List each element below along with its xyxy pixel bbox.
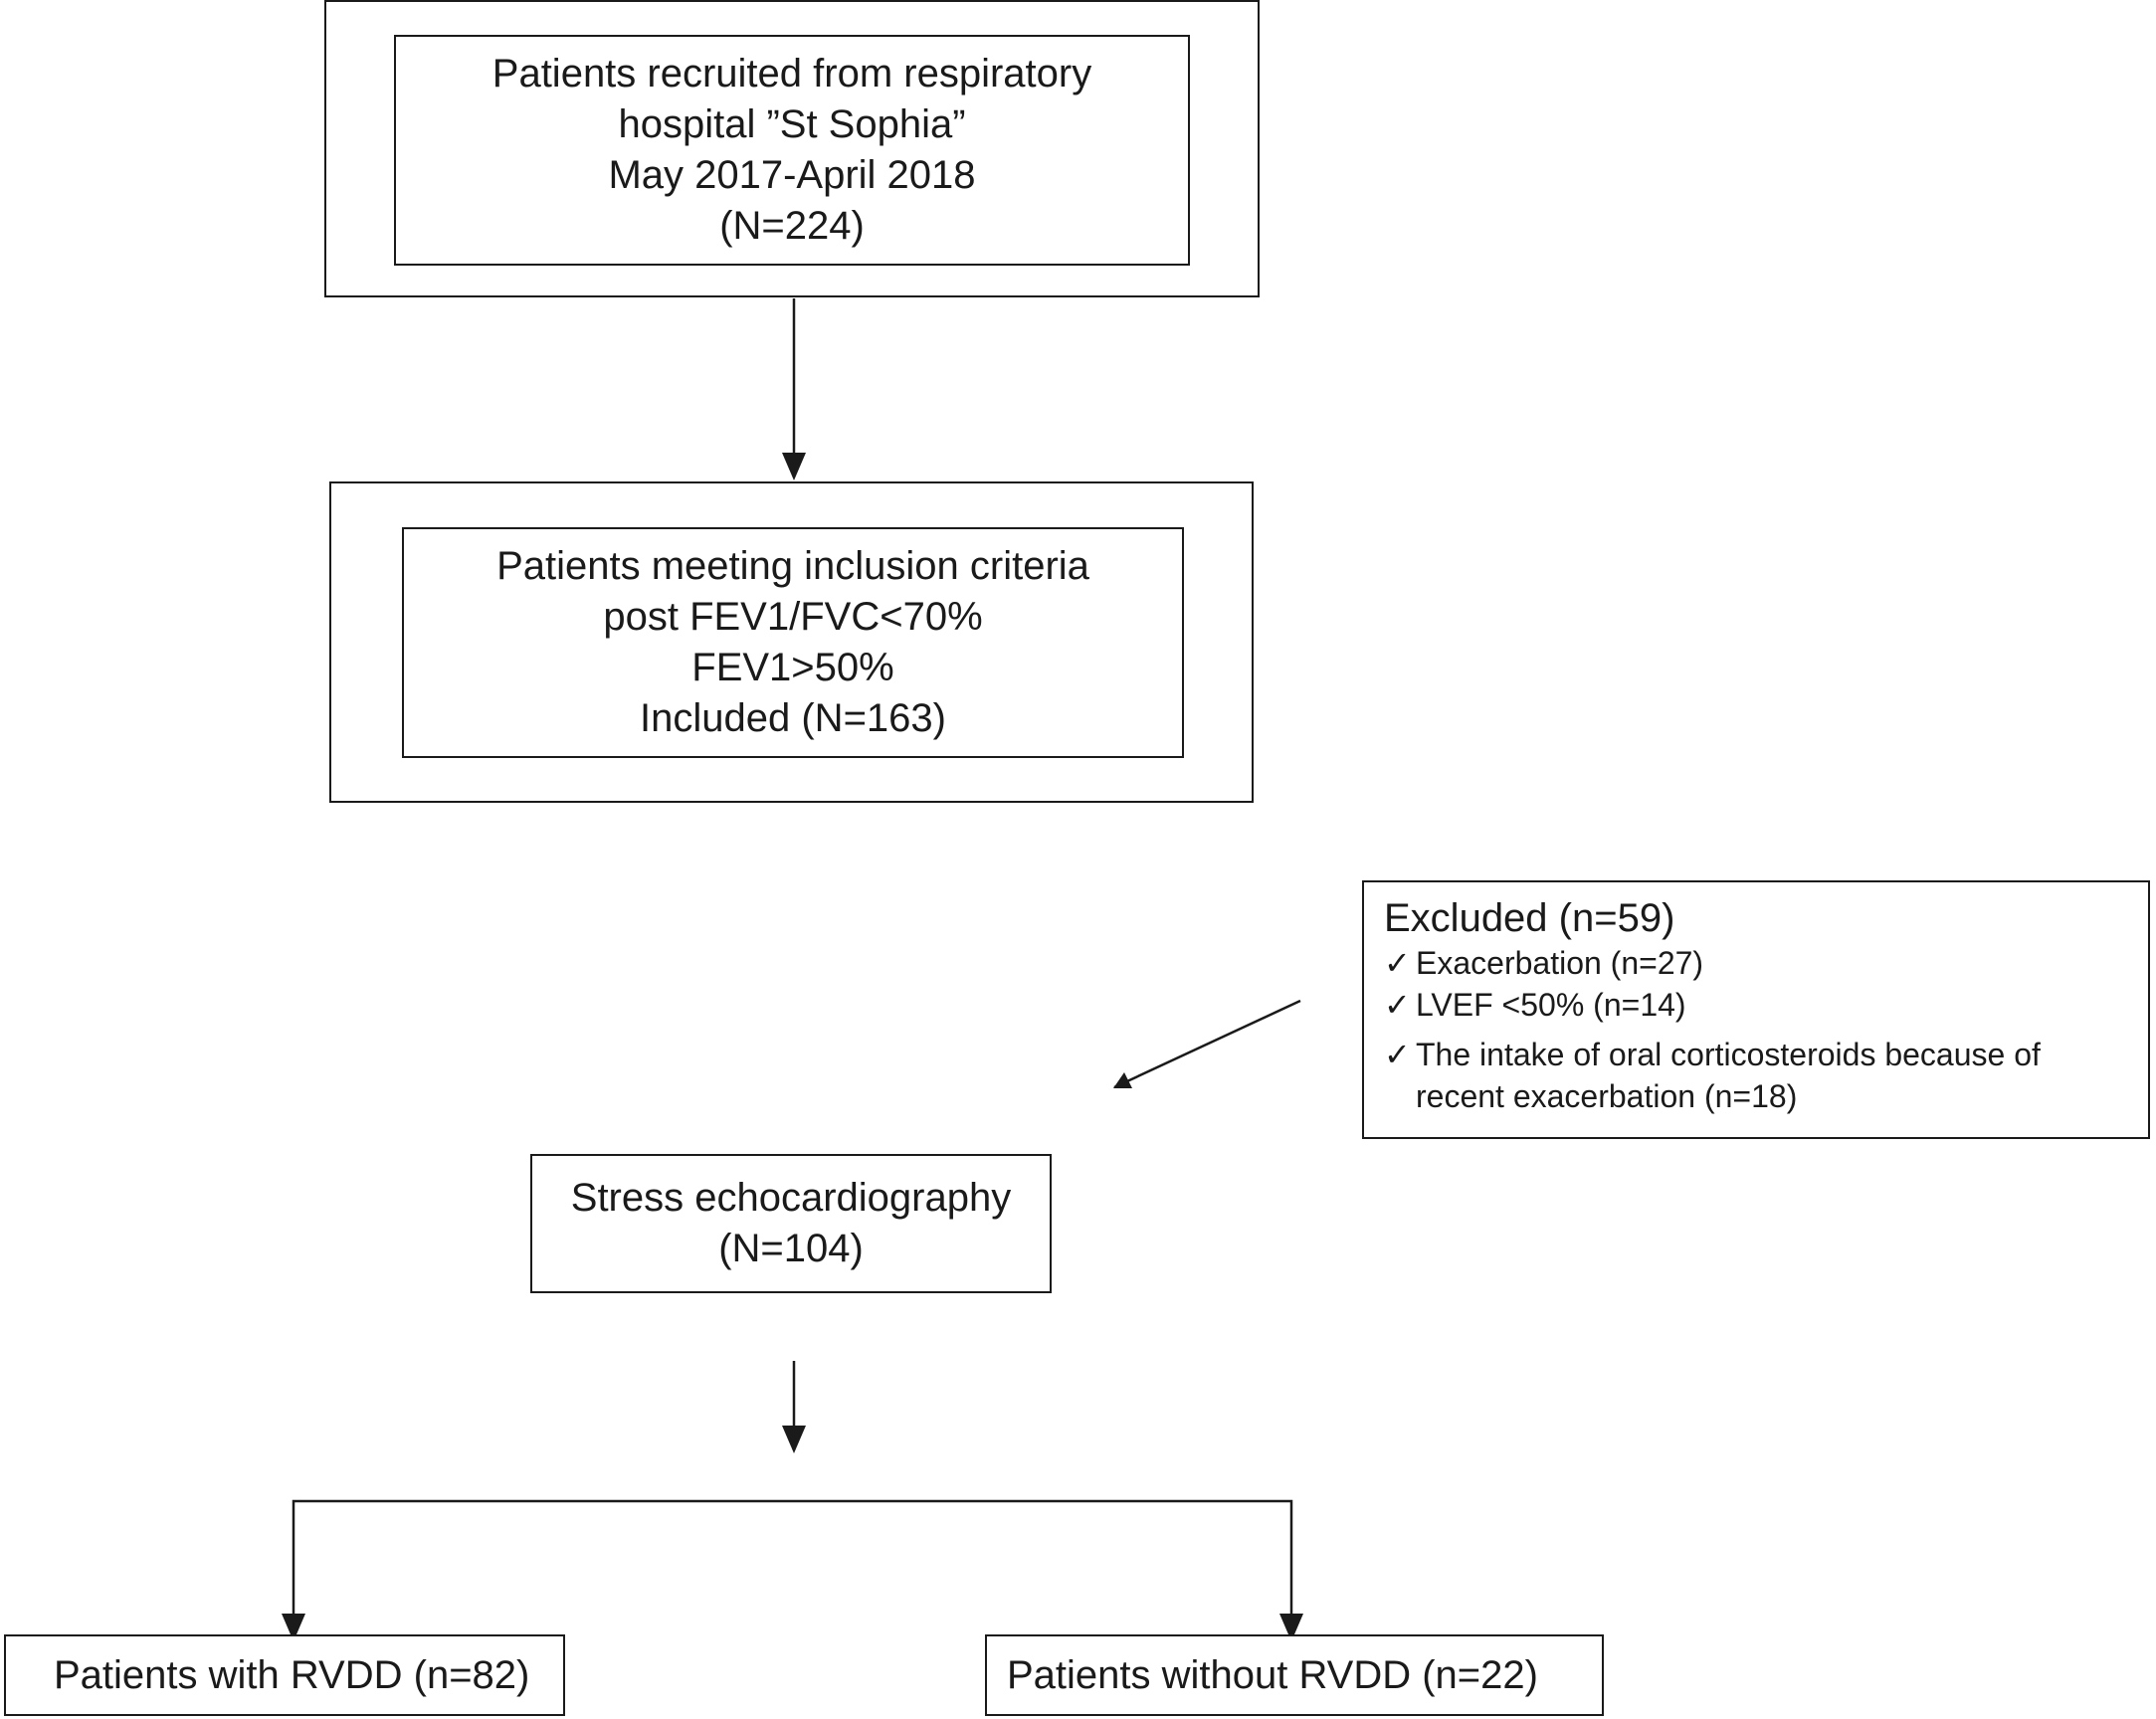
excluded-item-label-line-2: recent exacerbation (n=18): [1416, 1078, 1798, 1114]
without-rvdd-label: Patients without RVDD (n=22): [1007, 1652, 1538, 1697]
inclusion-line-2: post FEV1/FVC<70%: [603, 595, 983, 639]
arrow-excluded-to-stress: [1113, 999, 1301, 1089]
excluded-item-exacerbation: ✓ Exacerbation (n=27): [1384, 942, 2130, 984]
excluded-item-label: Exacerbation (n=27): [1416, 945, 1704, 981]
recruited-line-4: (N=224): [719, 204, 865, 248]
arrowhead-with-rvdd: [282, 1614, 305, 1641]
stress-echo-box: Stress echocardiography (N=104): [530, 1154, 1052, 1293]
excluded-item-label: LVEF <50% (n=14): [1416, 987, 1686, 1023]
excluded-item-corticosteroids: ✓ The intake of oral corticosteroids bec…: [1384, 1034, 2130, 1117]
split-connector: [292, 1499, 1293, 1641]
arrowhead-inclusion: [782, 453, 806, 480]
checkmark-icon: ✓: [1384, 944, 1411, 982]
inclusion-line-3: FEV1>50%: [691, 646, 894, 689]
excluded-item-label-line-1: The intake of oral corticosteroids becau…: [1416, 1037, 2041, 1072]
inclusion-line-1: Patients meeting inclusion criteria: [496, 544, 1089, 588]
recruited-line-3: May 2017-April 2018: [608, 153, 976, 197]
arrowhead-split: [782, 1426, 806, 1453]
with-rvdd-label: Patients with RVDD (n=82): [54, 1652, 530, 1697]
arrowhead-stress: [1113, 1072, 1132, 1088]
checkmark-icon: ✓: [1384, 986, 1411, 1024]
arrowhead-without-rvdd: [1279, 1614, 1303, 1641]
stress-echo-line-1: Stress echocardiography: [570, 1176, 1012, 1220]
excluded-item-lvef: ✓ LVEF <50% (n=14): [1384, 984, 2130, 1026]
with-rvdd-box: Patients with RVDD (n=82): [4, 1634, 565, 1716]
without-rvdd-box: Patients without RVDD (n=22): [985, 1634, 1604, 1716]
recruited-line-1: Patients recruited from respiratory: [491, 52, 1092, 96]
checkmark-icon: ✓: [1384, 1036, 1411, 1073]
excluded-item-label-group: The intake of oral corticosteroids becau…: [1416, 1034, 2041, 1117]
excluded-title: Excluded (n=59): [1384, 896, 1675, 940]
recruited-box: Patients recruited from respiratory hosp…: [394, 35, 1190, 266]
recruited-line-2: hospital ”St Sophia”: [618, 102, 966, 146]
inclusion-line-4: Included (N=163): [640, 696, 946, 740]
inclusion-box: Patients meeting inclusion criteria post…: [402, 527, 1184, 758]
stress-echo-line-2: (N=104): [718, 1227, 864, 1270]
excluded-box: Excluded (n=59) ✓ Exacerbation (n=27) ✓ …: [1362, 880, 2150, 1139]
